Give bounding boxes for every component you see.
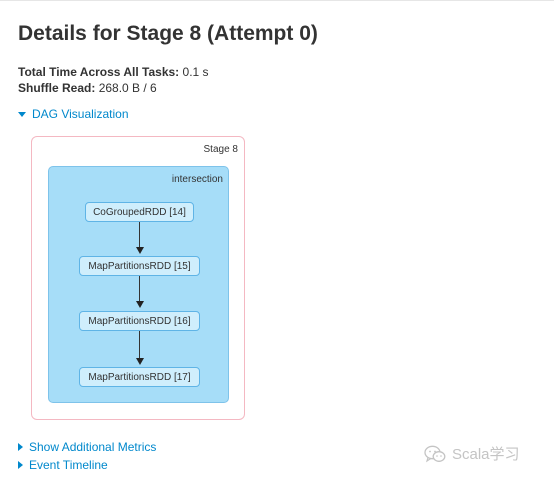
show-additional-metrics-toggle[interactable]: Show Additional Metrics (18, 440, 156, 454)
total-time-row: Total Time Across All Tasks: 0.1 s (18, 64, 209, 80)
rdd-node[interactable]: CoGroupedRDD [14] (85, 202, 194, 222)
arrow-head-icon (136, 301, 144, 308)
rdd-node[interactable]: MapPartitionsRDD [15] (79, 256, 200, 276)
dag-edge (139, 222, 140, 247)
shuffle-read-row: Shuffle Read: 268.0 B / 6 (18, 80, 209, 96)
watermark: Scala学习 (424, 443, 520, 464)
total-time-label: Total Time Across All Tasks: (18, 65, 180, 79)
watermark-text: Scala学习 (452, 446, 520, 463)
shuffle-read-label: Shuffle Read: (18, 81, 96, 95)
dag-visualization-label: DAG Visualization (32, 107, 129, 121)
event-timeline-toggle[interactable]: Event Timeline (18, 458, 108, 472)
dag-cluster-box: intersection CoGroupedRDD [14] MapPartit… (48, 166, 229, 403)
cluster-label: intersection (171, 174, 223, 185)
dag-visualization-toggle[interactable]: DAG Visualization (18, 107, 129, 121)
event-timeline-label: Event Timeline (29, 458, 108, 472)
arrow-head-icon (136, 247, 144, 254)
dag-stage-box: Stage 8 intersection CoGroupedRDD [14] M… (31, 136, 245, 420)
caret-right-icon (18, 461, 23, 469)
dag-edge (139, 276, 140, 301)
total-time-value: 0.1 s (182, 65, 209, 79)
stage-summary: Total Time Across All Tasks: 0.1 s Shuff… (18, 64, 209, 96)
page-title: Details for Stage 8 (Attempt 0) (18, 22, 318, 45)
rdd-node[interactable]: MapPartitionsRDD [16] (79, 311, 200, 331)
dag-edge (139, 331, 140, 358)
caret-right-icon (18, 443, 23, 451)
top-divider (0, 0, 554, 1)
arrow-head-icon (136, 358, 144, 365)
stage-label: Stage 8 (203, 144, 238, 155)
shuffle-read-value: 268.0 B / 6 (98, 81, 157, 95)
wechat-icon (424, 445, 446, 462)
rdd-node[interactable]: MapPartitionsRDD [17] (79, 367, 200, 387)
show-additional-metrics-label: Show Additional Metrics (29, 440, 157, 454)
caret-down-icon (18, 111, 26, 117)
